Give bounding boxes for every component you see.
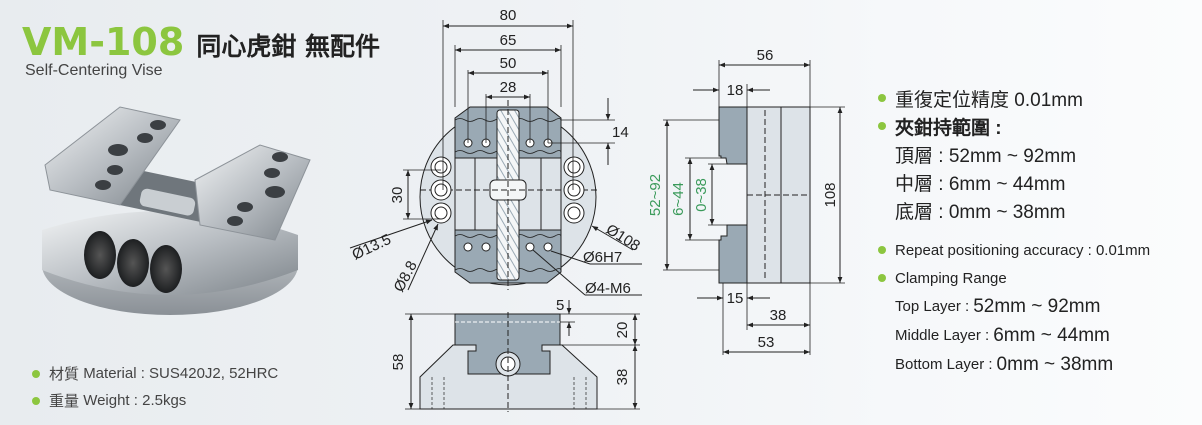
dim-14: 14: [612, 124, 629, 141]
spec-material: 材質 Material : SUS420J2, 52HRC: [32, 360, 278, 387]
clamping-title: 夾鉗持範圍 :: [895, 117, 1002, 139]
bullet-icon: [32, 369, 40, 378]
dim-56: 56: [757, 47, 774, 64]
bullet-icon: [878, 122, 886, 130]
dim-108: 108: [822, 182, 839, 207]
dim-d4-m6: Ø4-M6: [585, 280, 631, 297]
layer-value: 0mm ~ 38mm: [996, 353, 1114, 375]
dim-38-side: 38: [770, 307, 787, 324]
dim-28: 28: [500, 79, 517, 96]
spec-clamping-en: Clamping Range: [878, 264, 1150, 292]
dim-d8-8: Ø8.8: [391, 258, 421, 295]
range-top: 52~92: [647, 174, 664, 216]
layer-label: Bottom Layer :: [895, 356, 993, 373]
bullet-icon: [32, 396, 40, 405]
side-view: [663, 60, 845, 355]
side-jaw-bot: [718, 224, 748, 284]
dim-50: 50: [500, 55, 517, 72]
layer-middle-cn: 中層 : 6mm ~ 44mm: [895, 173, 1066, 195]
spec-weight: 重量 Weight : 2.5kgs: [32, 387, 278, 414]
dim-d6h7: Ø6H7: [583, 249, 622, 266]
spec-accuracy-en: Repeat positioning accuracy : 0.01mm: [878, 236, 1150, 264]
right-jaw: [194, 144, 311, 241]
dim-38-front: 38: [614, 369, 631, 386]
left-jaw: [44, 106, 181, 206]
spec-material-cn: 材質: [49, 366, 80, 383]
dim-58: 58: [390, 354, 407, 371]
bullet-icon: [878, 246, 886, 254]
accuracy-text-en: Repeat positioning accuracy : 0.01mm: [895, 241, 1151, 259]
spec-weight-text: Weight : 2.5kgs: [83, 392, 187, 409]
spec-accuracy-cn: 重復定位精度 0.01mm: [878, 84, 1083, 112]
specs-english: Repeat positioning accuracy : 0.01mm Cla…: [878, 236, 1150, 379]
specs-left: 材質 Material : SUS420J2, 52HRC 重量 Weight …: [32, 360, 278, 414]
dim-30: 30: [389, 187, 406, 204]
model-name: VM-108: [22, 20, 185, 64]
layer-bottom-en: Bottom Layer : 0mm ~ 38mm: [878, 350, 1150, 379]
accuracy-text: 重復定位精度 0.01mm: [895, 89, 1083, 111]
layer-bottom-cn: 底層 : 0mm ~ 38mm: [895, 201, 1066, 223]
bullet-icon: [878, 94, 886, 102]
specs-chinese: 重復定位精度 0.01mm 夾鉗持範圍 : 頂層 : 52mm ~ 92mm 中…: [878, 84, 1083, 224]
layer-label: Middle Layer :: [895, 327, 990, 344]
dim-5: 5: [556, 297, 564, 314]
layer-value: 6mm ~ 44mm: [993, 324, 1110, 346]
top-view: [349, 20, 642, 296]
dim-53: 53: [758, 334, 775, 351]
front-view: [405, 300, 640, 412]
dim-20: 20: [614, 322, 631, 339]
layer-middle-en: Middle Layer : 6mm ~ 44mm: [878, 321, 1150, 350]
layer-label: Top Layer :: [895, 298, 970, 315]
title-row: VM-108 同心虎鉗 無配件: [22, 20, 380, 64]
dim-d13-5: Ø13.5: [350, 231, 394, 264]
spec-weight-cn: 重量: [49, 393, 80, 410]
clamping-title-en: Clamping Range: [895, 269, 1007, 287]
layer-top-en: Top Layer : 52mm ~ 92mm: [878, 292, 1150, 321]
side-jaw-top: [718, 106, 748, 165]
dim-80: 80: [500, 7, 517, 24]
spec-material-text: Material : SUS420J2, 52HRC: [83, 365, 279, 382]
bullet-icon: [878, 274, 886, 282]
layer-value: 52mm ~ 92mm: [973, 295, 1101, 317]
dim-15: 15: [727, 290, 744, 307]
dim-18: 18: [727, 82, 744, 99]
spec-clamping-cn: 夾鉗持範圍 :: [878, 112, 1083, 140]
product-photo: [42, 106, 311, 315]
range-middle: 6~44: [670, 182, 687, 216]
dim-65: 65: [500, 32, 517, 49]
range-bottom: 0~38: [693, 178, 710, 212]
subtitle: Self-Centering Vise: [25, 62, 163, 79]
chinese-title: 同心虎鉗 無配件: [196, 32, 381, 61]
layer-top-cn: 頂層 : 52mm ~ 92mm: [895, 145, 1077, 167]
